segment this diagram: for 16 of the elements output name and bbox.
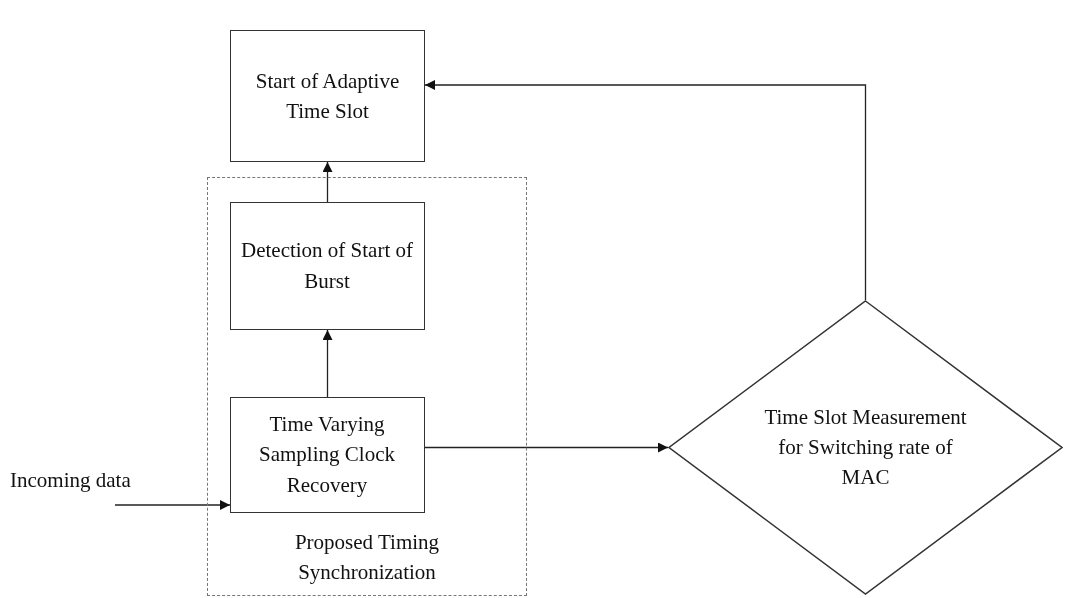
edge-label: Incoming data — [10, 468, 131, 493]
box-text: Start of Adaptive Time Slot — [254, 67, 401, 125]
process-box — [229, 396, 425, 513]
process-box — [229, 201, 425, 330]
box-text: Time Varying Sampling Clock Recovery — [258, 410, 396, 499]
dashed-group-box — [207, 177, 527, 596]
arrow — [322, 161, 333, 203]
group-title: Proposed Timing Synchronization — [293, 529, 441, 586]
arrow — [424, 80, 867, 301]
arrow — [322, 329, 333, 398]
arrow — [424, 442, 669, 453]
box-text: Detection of Start of Burst — [240, 237, 414, 295]
process-box — [230, 30, 425, 162]
decision-diamond — [668, 300, 1063, 595]
decision-text: Time Slot Measurement for Switching rate of MAC — [763, 403, 968, 492]
arrow — [114, 500, 231, 510]
